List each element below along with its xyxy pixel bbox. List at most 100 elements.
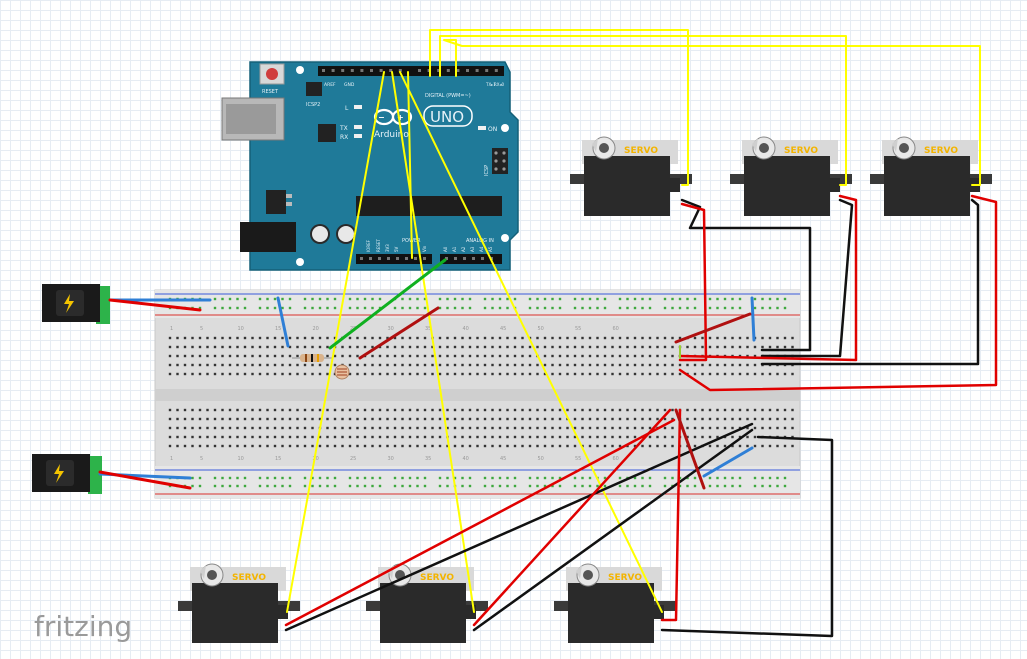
wires	[98, 29, 998, 638]
5v-label: 5V	[394, 246, 399, 252]
power-header	[356, 254, 432, 264]
red-jumper-wire	[674, 312, 752, 344]
blue-jumper-wire	[702, 446, 754, 478]
column-number: 45	[500, 456, 506, 462]
breadboard-column-numbers: 1155101015152020252530303535404045455050…	[170, 326, 619, 462]
red-power-wire	[660, 408, 682, 622]
red-power-wire	[678, 202, 708, 362]
red-jumper-wire	[674, 408, 706, 490]
column-number: 1	[170, 456, 173, 462]
column-number: 15	[275, 326, 281, 332]
red-power-wire	[678, 194, 998, 392]
digital-header	[318, 66, 504, 76]
photoresistor	[334, 364, 350, 380]
column-number: 20	[313, 456, 319, 462]
led-rx-label: RX	[340, 134, 348, 141]
blue-jumper-wire	[276, 296, 290, 348]
column-number: 35	[425, 456, 431, 462]
usb-chip	[318, 124, 336, 142]
svg-text:−: −	[378, 113, 385, 122]
black-ground-wire	[660, 435, 834, 638]
column-number: 1	[170, 326, 173, 332]
servo-label: SERVO	[420, 573, 454, 583]
servo-label: SERVO	[232, 573, 266, 583]
black-ground-wire	[760, 198, 854, 358]
servo-motor: SERVO	[870, 136, 992, 216]
model-text: UNO	[430, 108, 464, 126]
power-jack-bottom	[32, 454, 102, 494]
a5-label: A5	[488, 246, 493, 252]
reset-label: RESET	[262, 89, 279, 95]
column-number: 50	[538, 326, 544, 332]
yellow-signal-wire	[439, 35, 847, 186]
servo-motor: SERVO	[730, 136, 852, 216]
column-number: 15	[275, 456, 281, 462]
barrel-jack	[240, 222, 296, 252]
lightning-icon	[64, 294, 74, 313]
rx-pin-label: RX◂0	[494, 82, 505, 87]
power-jack-top	[42, 284, 110, 324]
resistor	[292, 354, 332, 362]
yellow-signal-wire	[399, 71, 663, 613]
column-number: 10	[238, 326, 244, 332]
tx-pin-label: TX▸1	[485, 82, 496, 87]
reset-pin-label: RESET	[376, 239, 381, 252]
arduino-logo: − + Arduino	[373, 108, 413, 140]
column-number: 40	[463, 326, 469, 332]
column-number: 20	[313, 326, 319, 332]
a1-label: A1	[452, 246, 457, 252]
black-ground-wire	[680, 198, 812, 352]
brand-text: Arduino	[374, 130, 409, 140]
column-number: 25	[350, 456, 356, 462]
black-ground-wire	[284, 422, 754, 632]
svg-text:+: +	[397, 113, 404, 122]
red-power-wire	[678, 194, 858, 362]
ioref-label: IOREF	[366, 239, 371, 252]
analog-header	[440, 254, 502, 264]
yellow-signal-wire	[391, 71, 475, 613]
column-number: 5	[200, 456, 203, 462]
icsp2-header: ICSP2	[306, 82, 322, 108]
a3-label: A3	[470, 246, 475, 252]
column-number: 45	[500, 326, 506, 332]
lightning-icon	[54, 464, 64, 483]
column-number: 30	[388, 456, 394, 462]
red-power-wire	[284, 418, 676, 627]
gnd-label: GND	[344, 82, 355, 88]
arduino-uno-board: RESET ICSP2 AREF GND DIGITAL (PWM=~) TX▸…	[221, 61, 519, 271]
column-number: 35	[425, 326, 431, 332]
black-ground-wire	[760, 198, 980, 366]
aref-label: AREF	[324, 82, 336, 88]
fritzing-logo: fritzing	[34, 610, 132, 643]
servo-motor: SERVO	[570, 136, 692, 216]
icsp-label: ICSP	[484, 165, 490, 176]
red-power-wire	[108, 298, 202, 312]
yellow-signal-wire	[443, 39, 981, 186]
black-ground-wire	[472, 428, 754, 632]
voltage-regulator	[266, 190, 286, 214]
icsp-header: ICSP	[484, 148, 508, 176]
servo-label: SERVO	[608, 573, 642, 583]
vin-label: Vin	[422, 245, 427, 252]
servo-label: SERVO	[784, 146, 818, 156]
red-power-wire	[98, 470, 192, 490]
3v3-label: 3V3	[385, 244, 390, 252]
blue-jumper-wire	[750, 296, 756, 342]
yellow-signal-wire	[429, 29, 689, 186]
column-number: 60	[613, 326, 619, 332]
servo-motor: SERVO	[366, 563, 488, 643]
icsp2-label: ICSP2	[306, 102, 320, 108]
column-number: 60	[613, 456, 619, 462]
a0-label: A0	[443, 246, 448, 252]
red-power-wire	[472, 408, 672, 627]
column-number: 10	[238, 456, 244, 462]
column-number: 5	[200, 326, 203, 332]
servo-label: SERVO	[624, 146, 658, 156]
servo-label: SERVO	[924, 146, 958, 156]
breadboard: 1155101015152020252530303535404045455050…	[154, 289, 801, 499]
column-number: 40	[463, 456, 469, 462]
yellow-signal-wire	[407, 71, 413, 259]
a4-label: A4	[479, 246, 484, 252]
